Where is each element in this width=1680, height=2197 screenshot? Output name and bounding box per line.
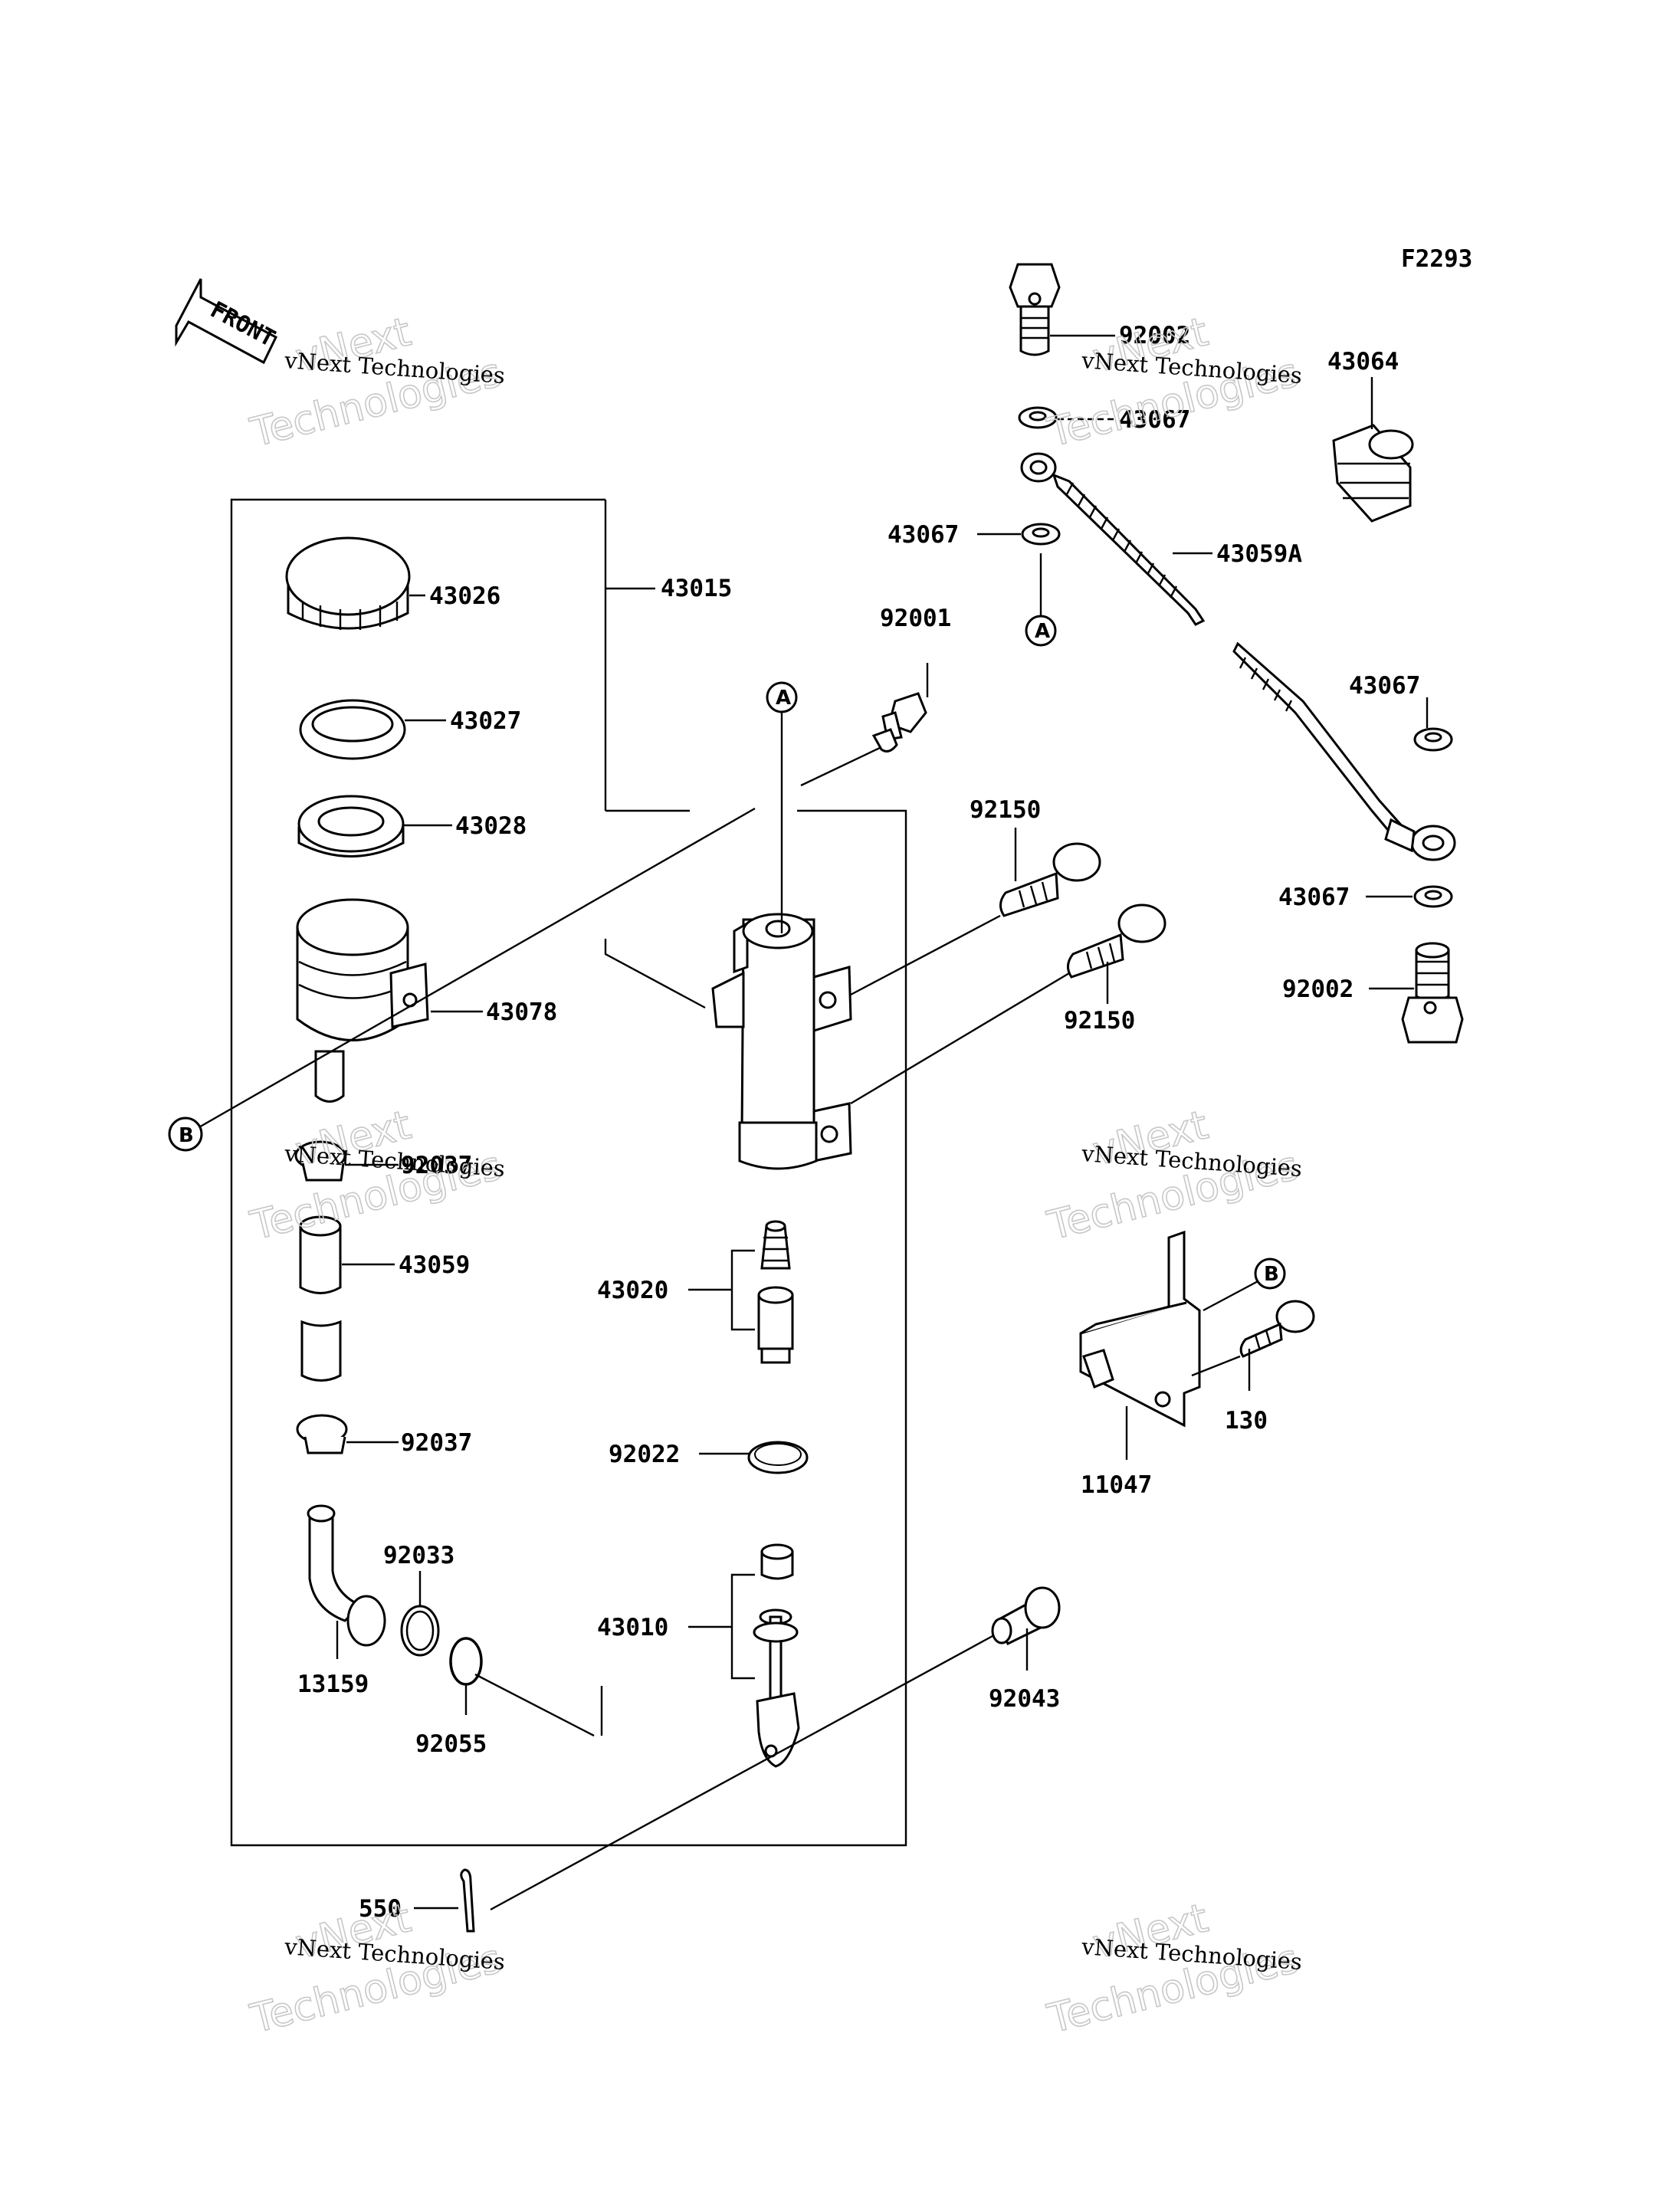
master-cylinder-body [711,913,852,1170]
label-43059A: 43059A [1216,540,1302,568]
label-130: 130 [1225,1407,1268,1435]
bolt-92150-a [999,842,1101,917]
label-13159: 13159 [297,1671,369,1698]
ref-a: A [776,687,791,710]
label-550: 550 [359,1895,402,1923]
label-92037-b: 92037 [401,1429,472,1457]
cotter-pin [460,1868,475,1933]
leader-92150-b2 [850,972,1070,1105]
label-43059: 43059 [399,1251,470,1279]
leader-b-left [197,807,756,1130]
hose-clamp-bottom [296,1414,348,1454]
circlip-small [400,1605,440,1657]
ref-b-circle [168,1117,203,1152]
label-92002-top: 92002 [1119,322,1190,349]
figure-code: F2293 [1401,245,1472,273]
bracket-43010 [730,1573,755,1680]
reservoir [296,898,429,1103]
front-arrow-icon: FRONT [175,278,280,365]
bracket-43020 [730,1249,755,1331]
label-92002-bottom: 92002 [1282,976,1354,1003]
ref-a-circle-2 [1025,615,1057,647]
banjo-bolt-bottom [1401,942,1464,1044]
o-ring [449,1637,483,1686]
label-92150-b: 92150 [1064,1007,1135,1035]
leader-92001-b [800,746,882,787]
leader-92150-a2 [850,914,1001,996]
washer-43067-top [1018,406,1058,429]
ref-a-2: A [1035,620,1050,643]
leader-ref-b-right [1203,1278,1262,1312]
label-92043: 92043 [989,1685,1060,1713]
washer-43067-lower [1413,885,1453,908]
ref-b: B [179,1124,194,1147]
diaphragm [297,795,405,857]
leader-92055-b [474,1673,595,1737]
label-43015: 43015 [661,575,732,602]
label-92022: 92022 [609,1441,680,1468]
label-92150-a: 92150 [970,796,1041,824]
label-43010: 43010 [597,1614,668,1641]
label-43067-b: 43067 [888,521,959,549]
label-43067-c: 43067 [1349,672,1420,700]
ref-b-circle-2 [1254,1258,1286,1290]
diaphragm-plate [299,699,406,760]
label-92037-a: 92037 [401,1152,472,1179]
reservoir-cap [285,536,411,630]
washer-43067-right [1413,727,1453,752]
label-92001: 92001 [880,605,951,632]
bolt-130 [1239,1300,1315,1358]
hose-boot [1332,424,1414,523]
label-43027: 43027 [450,707,521,735]
leader-130-b [1191,1355,1241,1377]
label-43078: 43078 [486,998,557,1026]
bolt-92001 [871,692,927,753]
washer-43067-a [1021,523,1061,546]
assembly-frame [230,498,907,1847]
label-92055: 92055 [415,1730,487,1758]
ref-a-circle [766,681,798,713]
ref-b-2: B [1264,1263,1279,1286]
label-43026: 43026 [429,582,500,610]
banjo-bolt-top [1009,263,1061,356]
reservoir-hose [299,1215,342,1382]
label-43020: 43020 [597,1277,668,1304]
label-43067-a: 43067 [1119,406,1190,434]
hose-elbow [307,1504,386,1647]
piston-spring [757,1220,794,1364]
label-43067-d: 43067 [1278,884,1350,911]
body-leader-left [604,939,706,1009]
hose-clamp-top [294,1140,346,1182]
label-43028: 43028 [455,812,527,840]
circlip-92022 [747,1441,809,1474]
mounting-bracket [1079,1230,1201,1428]
clevis-pin [991,1586,1061,1646]
push-rod [753,1543,800,1768]
bolt-92150-b [1067,903,1166,979]
label-92033: 92033 [383,1542,454,1569]
brake-hose [1020,452,1456,861]
label-43064: 43064 [1327,348,1399,375]
label-11047: 11047 [1081,1471,1152,1499]
leader-92043-b [490,1635,993,1911]
